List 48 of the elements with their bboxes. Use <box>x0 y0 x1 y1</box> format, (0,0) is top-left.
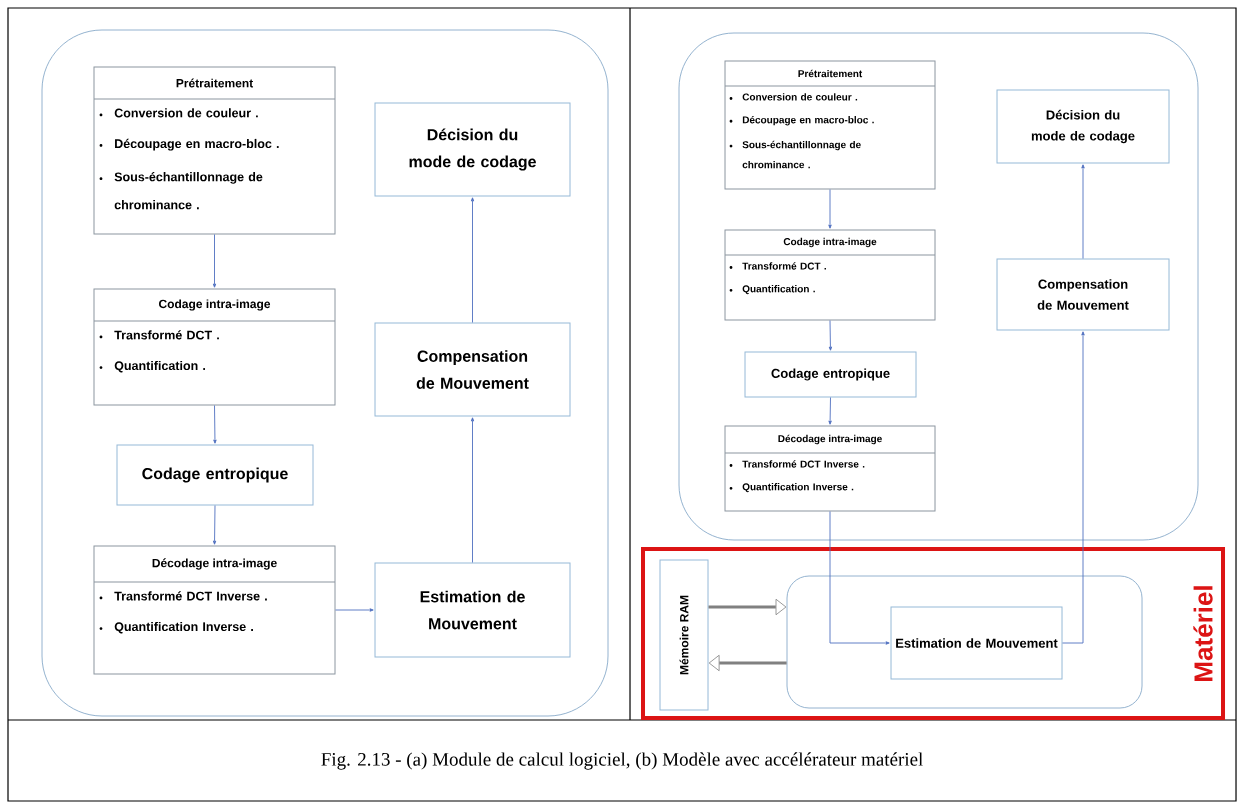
box-heading: Prétraitement <box>176 78 253 88</box>
arrow <box>470 197 475 323</box>
bullet-item: Sous-échantillonnage de chrominance . <box>729 140 861 169</box>
arrow <box>335 608 374 612</box>
bullet-item: Conversion de couleur . <box>729 93 858 101</box>
bullet-item: Transformé DCT . <box>99 330 219 340</box>
arrow <box>213 405 217 444</box>
box-heading: Codage intra-image <box>783 237 877 248</box>
bullet-item: Conversion de couleur . <box>99 108 258 118</box>
process-box: Décision du mode de codage <box>996 89 1170 164</box>
block-arrow <box>708 598 787 616</box>
box-heading: Décodage intra-image <box>152 558 277 570</box>
rounded-panel <box>41 29 609 717</box>
arrow <box>212 234 217 288</box>
block-arrow <box>708 654 787 672</box>
arrow <box>212 505 217 545</box>
box-heading: Prétraitement <box>798 69 863 78</box>
arrow <box>470 417 475 563</box>
caption: Fig. 2.13 - (a) Module de calcul logiciel, (b) Modèle avec accélérateur matériel <box>321 752 923 770</box>
bullet-item: Quantification . <box>99 360 205 373</box>
process-box: Codage entropique <box>116 444 314 506</box>
bullet-item: Quantification Inverse . <box>729 483 854 493</box>
box-heading: Décodage intra-image <box>778 434 882 445</box>
bullet-item: Transformé DCT Inverse . <box>99 591 267 601</box>
frame-label: Matériel <box>1193 586 1213 681</box>
bullet-item: Quantification Inverse . <box>99 621 253 634</box>
process-box: Codage entropique <box>744 351 917 398</box>
bullet-item: Transformé DCT Inverse . <box>729 460 865 468</box>
memory-box: Mémoire RAM <box>659 559 709 711</box>
bullet-item: Sous-échantillonnage de chrominance . <box>99 172 263 210</box>
bullet-item: Quantification . <box>729 285 815 295</box>
process-box: Estimation de Mouvement <box>890 606 1063 680</box>
arrow <box>829 511 890 645</box>
process-box: Compensation de Mouvement <box>374 322 571 417</box>
arrow <box>1081 164 1085 259</box>
arrow <box>828 320 833 351</box>
box-heading: Codage intra-image <box>159 299 271 311</box>
rounded-panel <box>678 32 1199 541</box>
arrow <box>1062 331 1085 644</box>
rounded-panel <box>786 575 1143 709</box>
arrow <box>828 397 832 425</box>
bullet-item: Découpage en macro-bloc . <box>729 115 874 126</box>
process-box: Décision du mode de codage <box>374 102 571 197</box>
bullet-item: Transformé DCT . <box>729 262 826 270</box>
bullet-item: Découpage en macro-bloc . <box>99 138 279 151</box>
arrow <box>828 189 832 229</box>
process-box: Estimation de Mouvement <box>374 562 571 658</box>
process-box: Compensation de Mouvement <box>996 258 1170 331</box>
